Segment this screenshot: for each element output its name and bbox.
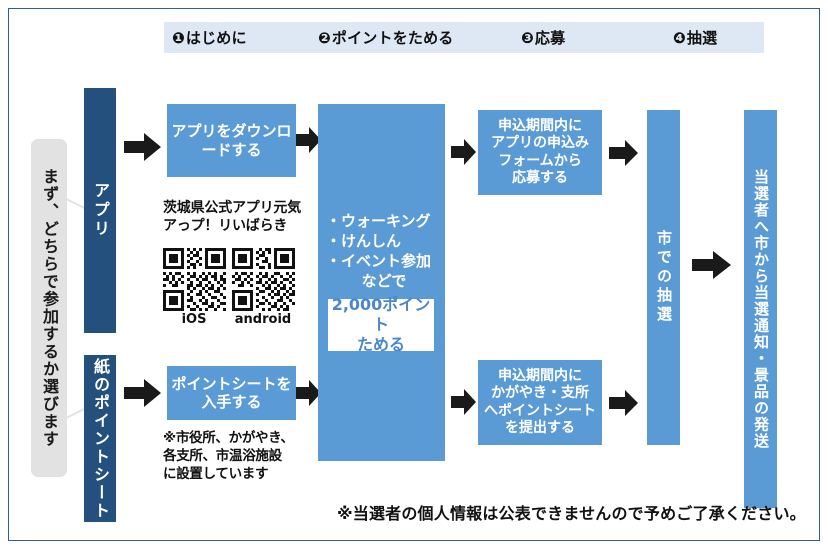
- step-header-band: [164, 22, 764, 53]
- step-header-3: ❸ 応募: [521, 22, 565, 53]
- qr-code-android[interactable]: [232, 248, 295, 311]
- track-app-column: アプリ: [84, 88, 116, 333]
- qr-label-android: android: [234, 312, 292, 327]
- submit-sheet-line-2: かがやき・支所: [491, 385, 589, 402]
- step-header-1: ❶ はじめに: [172, 22, 247, 53]
- points-activity-item-2: ・けんしん: [326, 231, 402, 250]
- point-sheet-note-line-1: ※市役所、かがやき、: [163, 430, 294, 446]
- step-header-2: ❷ ポイントをためる: [318, 22, 454, 53]
- step-number-1-icon: ❶: [172, 28, 185, 47]
- step-label-3: 応募: [534, 29, 566, 47]
- points-goal-verb: ためる: [356, 335, 405, 354]
- points-goal-inset: 2,000ポイント ためる: [327, 295, 435, 354]
- submit-sheet-line-4: を提出する: [505, 419, 575, 436]
- points-activity-item-1: ・ウォーキング: [326, 212, 431, 230]
- point-sheet-note-line-2: 各支所、市温浴施設: [163, 447, 282, 464]
- track-app-label: アプリ: [91, 182, 110, 239]
- step-label-2: ポイントをためる: [331, 29, 454, 47]
- step-label-1: はじめに: [185, 29, 247, 47]
- apply-via-app-line-2: アプリの申込み: [491, 135, 589, 152]
- apply-via-app-line-3: フォームから: [498, 152, 582, 169]
- points-activity-item-3: ・イベント参加: [326, 251, 432, 270]
- winner-notification-box: 当選者へ市から当選通知・景品の発送: [744, 110, 777, 508]
- city-lottery-label: 市での抽選: [655, 230, 673, 325]
- submit-sheet-line-3: へポイントシート: [484, 402, 596, 419]
- submit-sheet-box: 申込期間内に かがやき・支所 へポイントシート を提出する: [478, 360, 602, 445]
- track-paper-sheet-label: 紙のポイントシート: [91, 357, 110, 520]
- points-goal-amount: 2,000ポイント: [331, 295, 431, 334]
- intro-callout-text: まず、どちらで参加するか選びます: [40, 168, 59, 448]
- points-activity-item-4: などで: [361, 271, 407, 290]
- step-number-3-icon: ❸: [521, 28, 534, 47]
- download-app-label: アプリをダウンロードする: [171, 122, 292, 159]
- apply-via-app-box: 申込期間内に アプリの申込み フォームから 応募する: [478, 110, 602, 195]
- download-app-box: アプリをダウンロードする: [167, 104, 296, 177]
- get-point-sheet-box: ポイントシートを入手する: [167, 366, 296, 420]
- step-number-4-icon: ❹: [673, 28, 686, 47]
- intro-callout: まず、どちらで参加するか選びます: [31, 139, 67, 477]
- privacy-footer-note: ※当選者の個人情報は公表できませんので予めご了承ください。: [337, 504, 806, 523]
- app-name-caption: 茨城県公式アプリ元気 アっプ！リいばらき: [163, 200, 308, 236]
- get-point-sheet-label: ポイントシートを入手する: [171, 374, 292, 411]
- qr-label-ios: iOS: [181, 312, 207, 327]
- point-sheet-note-line-3: に設置しています: [163, 465, 269, 482]
- step-header-4: ❹ 抽選: [673, 22, 717, 53]
- app-name-line-1: 茨城県公式アプリ元気: [163, 200, 301, 216]
- apply-via-app-line-1: 申込期間内に: [498, 118, 582, 135]
- winner-notification-label: 当選者へ市から当選通知・景品の発送: [752, 168, 770, 450]
- step-number-2-icon: ❷: [318, 28, 331, 47]
- track-paper-sheet-column: 紙のポイントシート: [84, 355, 116, 522]
- collect-points-box: [318, 104, 445, 461]
- qr-code-ios[interactable]: [163, 248, 226, 311]
- points-activity-list: ・ウォーキング ・けんしん ・イベント参加 などで: [326, 212, 442, 292]
- apply-via-app-line-4: 応募する: [512, 169, 568, 186]
- app-name-line-2: アっプ！リいばらき: [163, 217, 288, 234]
- step-label-4: 抽選: [686, 29, 718, 47]
- point-sheet-note: ※市役所、かがやき、 各支所、市温浴施設 に設置しています: [163, 430, 315, 484]
- city-lottery-box: 市での抽選: [647, 110, 680, 445]
- submit-sheet-line-1: 申込期間内に: [498, 368, 582, 385]
